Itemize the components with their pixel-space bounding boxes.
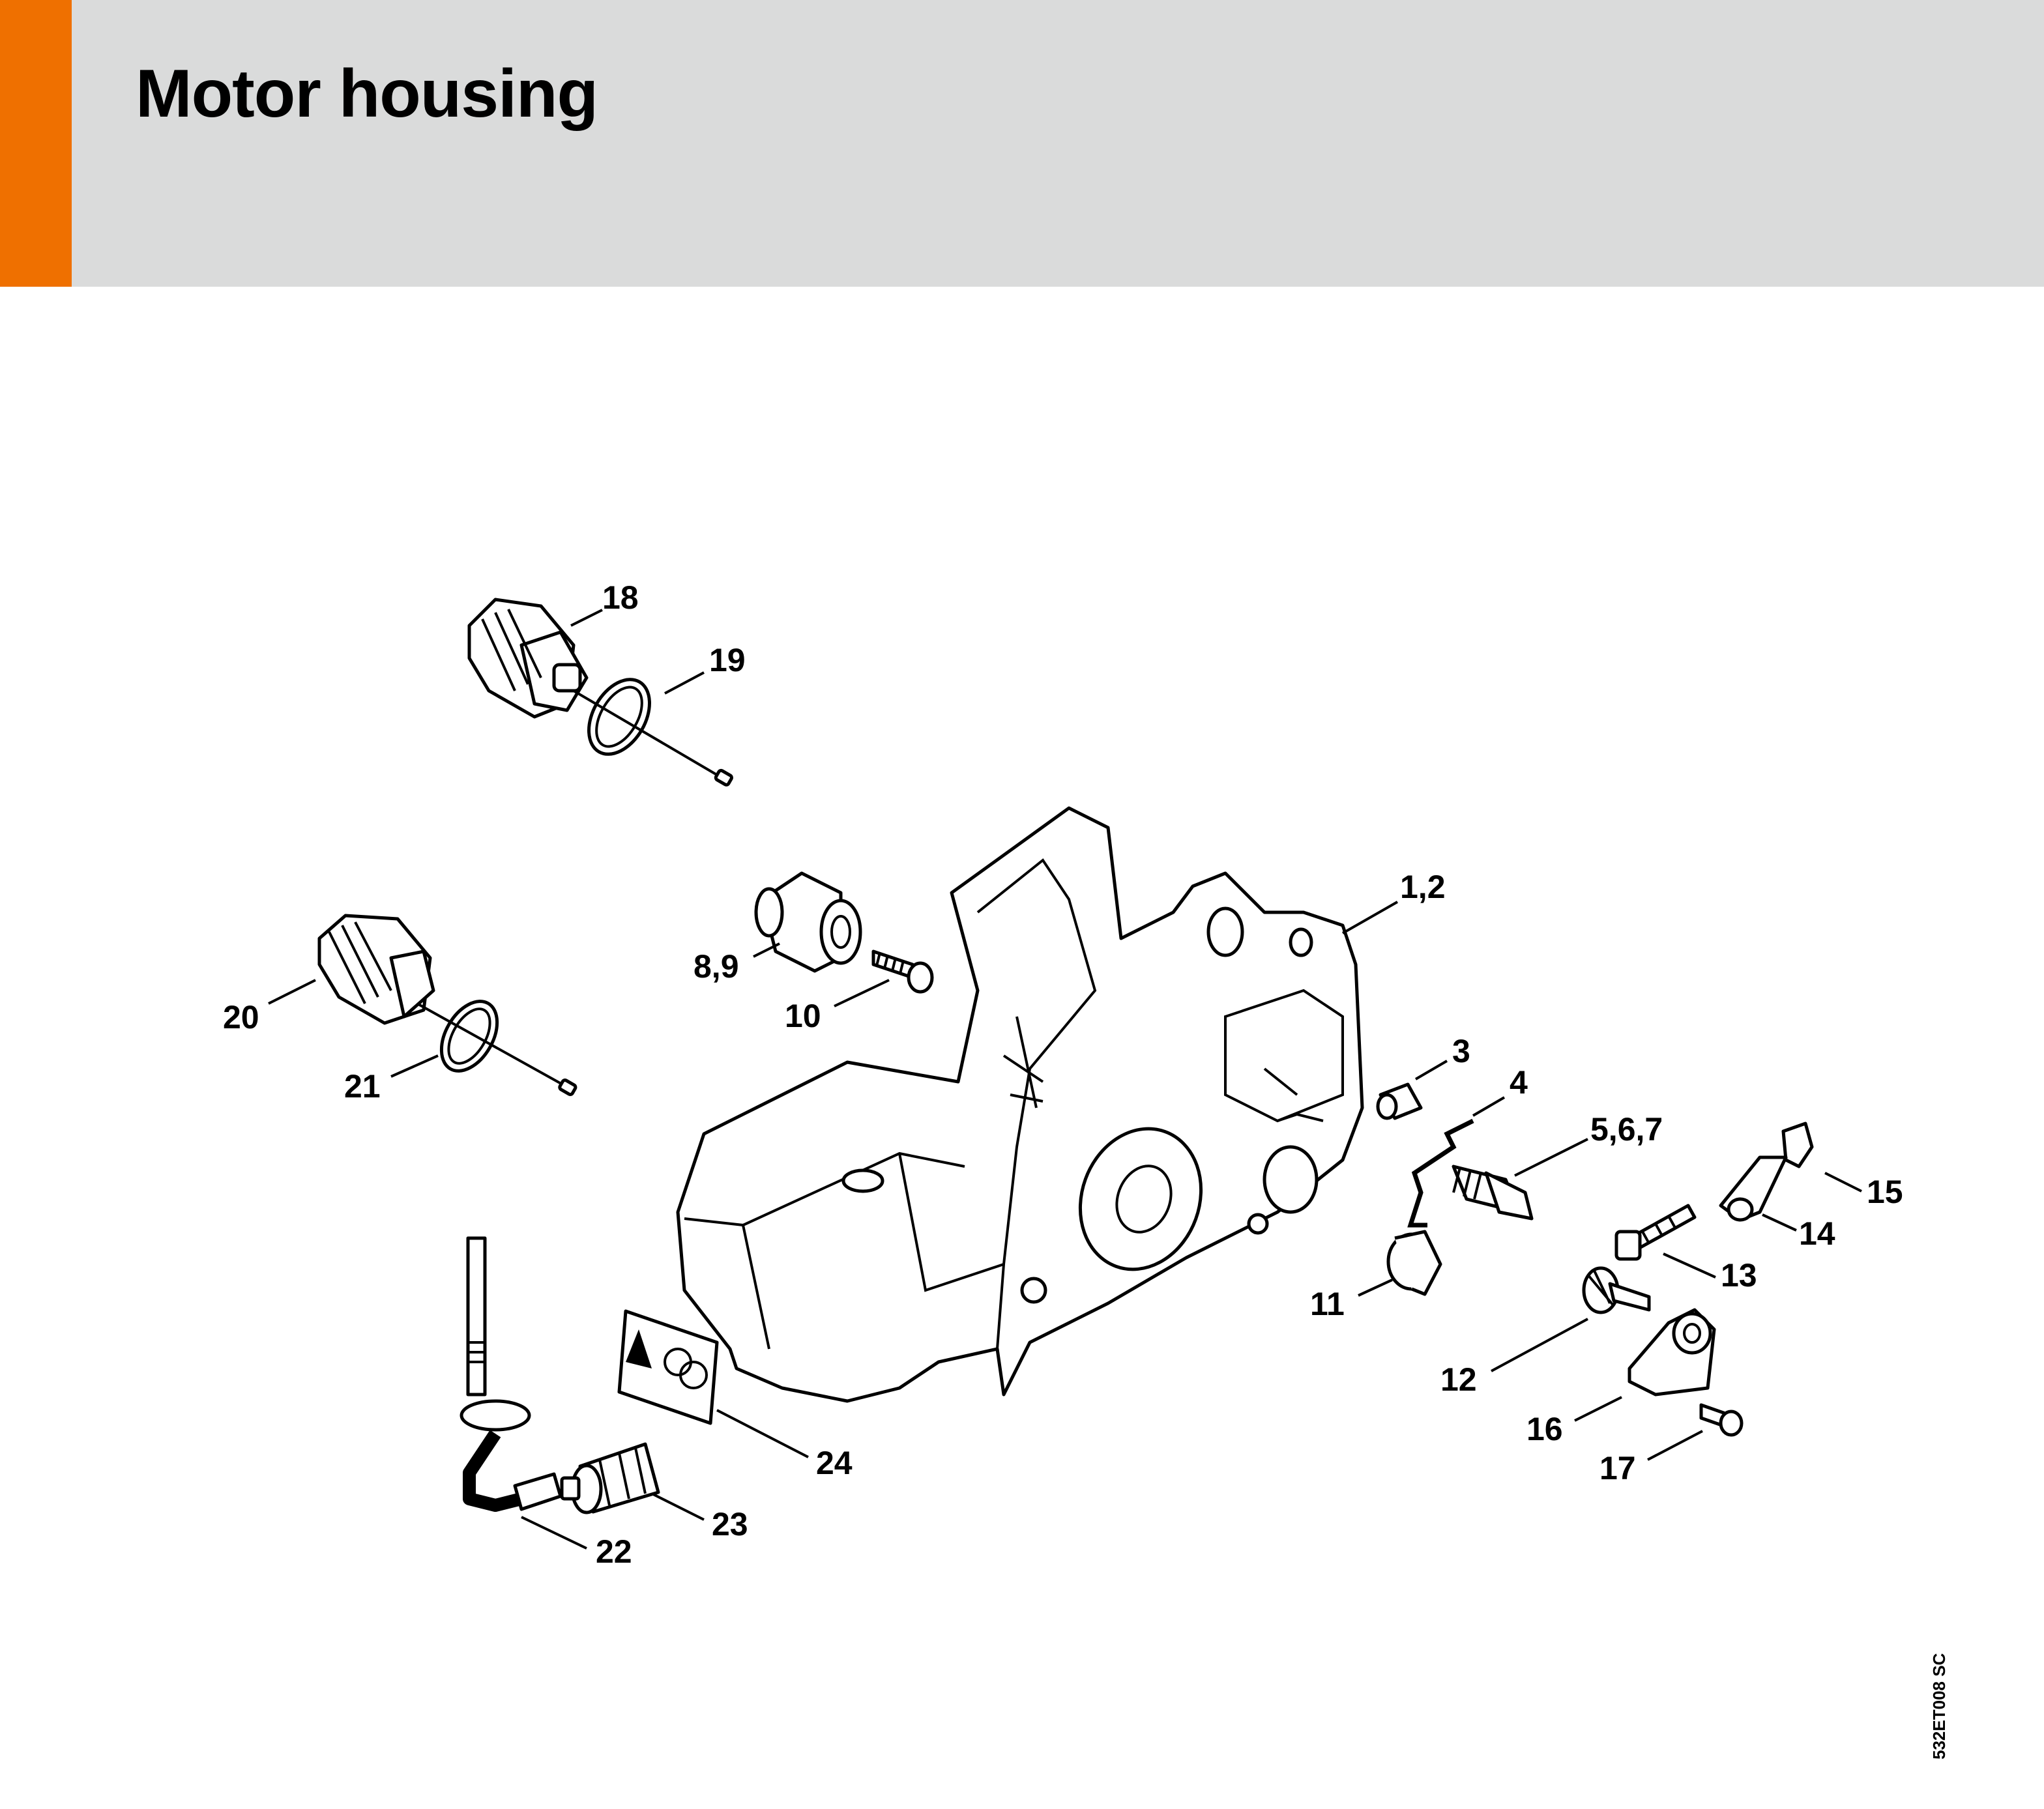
callout-20: 20 [223, 999, 259, 1035]
callout-8-9: 8,9 [694, 948, 739, 985]
part-16-bracket[interactable] [1628, 1308, 1716, 1397]
part-12-spur-gear[interactable] [1582, 1266, 1651, 1314]
part-17-screw[interactable] [1699, 1403, 1744, 1437]
part-14-lever[interactable] [1719, 1155, 1788, 1222]
part-19-o-ring[interactable] [572, 669, 733, 787]
part-10-screw[interactable] [871, 949, 934, 994]
callout-22: 22 [596, 1533, 632, 1570]
part-18-oil-pump[interactable] [467, 598, 589, 719]
header-band: Motor housing [0, 0, 2044, 287]
part-1-2-motor-housing[interactable] [676, 806, 1364, 1403]
callout-21: 21 [344, 1068, 381, 1105]
part-4-spring[interactable] [1407, 1118, 1474, 1228]
callout-14: 14 [1799, 1215, 1835, 1252]
callout-23: 23 [712, 1506, 748, 1542]
callout-17: 17 [1599, 1450, 1636, 1486]
part-24-warning-label[interactable] [617, 1309, 719, 1425]
part-8-9-annular-buffer[interactable] [754, 871, 862, 973]
callout-12: 12 [1440, 1361, 1477, 1398]
drawing-code: 532ET008 SC [1929, 1653, 1949, 1759]
part-5-6-7-adjusting-screw[interactable] [1452, 1165, 1534, 1221]
part-23-filter[interactable] [560, 1442, 660, 1514]
accent-bar [0, 0, 72, 287]
page-title: Motor housing [136, 56, 598, 132]
callout-10: 10 [785, 998, 821, 1034]
callout-4: 4 [1510, 1064, 1528, 1101]
part-15-cap[interactable] [1781, 1122, 1814, 1168]
part-21-o-ring[interactable] [416, 992, 577, 1096]
callout-13: 13 [1721, 1257, 1757, 1294]
callout-3: 3 [1452, 1033, 1470, 1069]
callout-24: 24 [816, 1445, 853, 1481]
part-13-screw[interactable] [1614, 1204, 1697, 1261]
part-20-oil-pump[interactable] [317, 914, 435, 1025]
callout-5-6-7: 5,6,7 [1590, 1111, 1663, 1148]
part-11-plug[interactable] [1386, 1230, 1442, 1296]
part-22-pickup-body[interactable] [460, 1236, 562, 1512]
callout-19: 19 [709, 642, 746, 678]
callout-18: 18 [602, 579, 639, 616]
part-3-sleeve[interactable] [1376, 1082, 1423, 1120]
callout-15: 15 [1867, 1174, 1903, 1210]
leader-lines [268, 609, 1862, 1550]
callout-16: 16 [1526, 1411, 1563, 1447]
callout-11: 11 [1310, 1286, 1345, 1322]
callout-1-2: 1,2 [1400, 869, 1446, 905]
